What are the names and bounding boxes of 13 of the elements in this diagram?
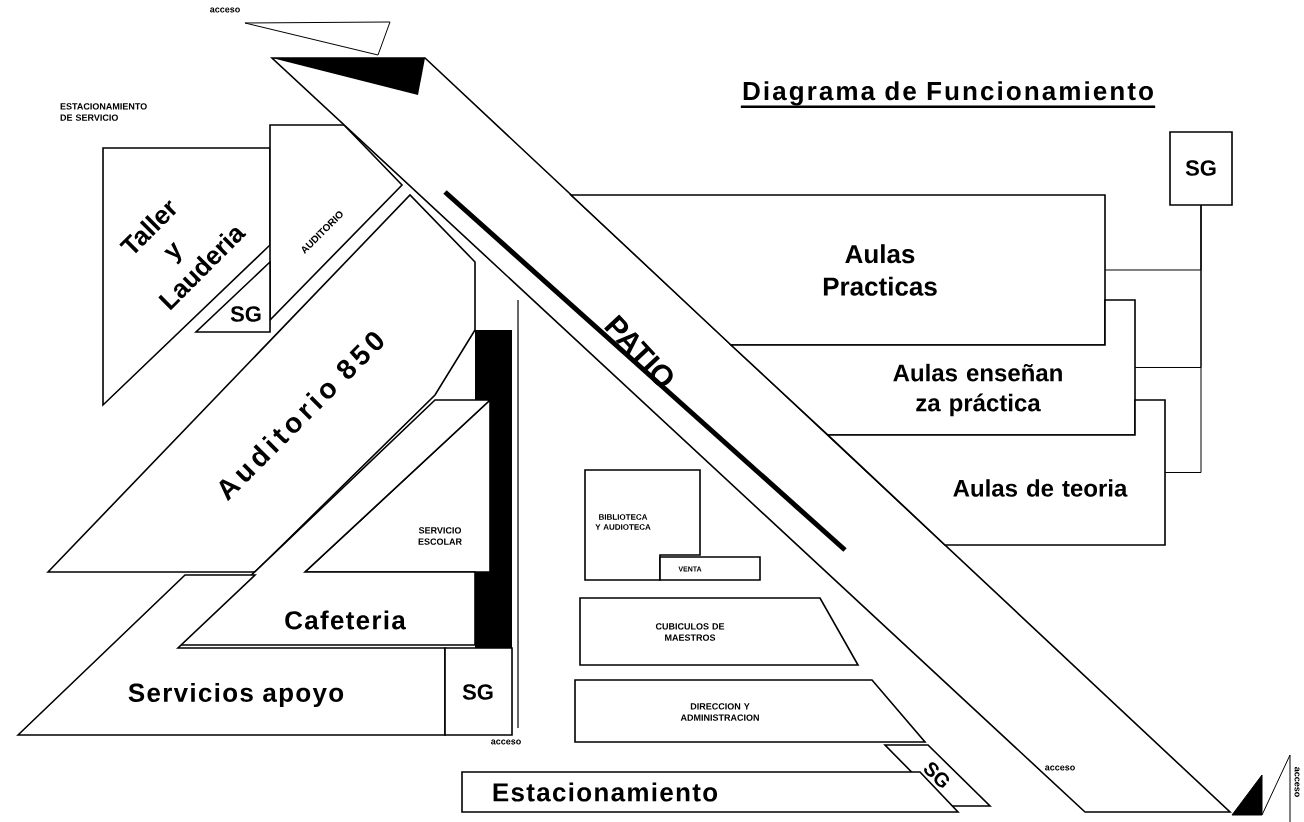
classroom-box: Aulas enseñan za práctica bbox=[728, 299, 1136, 436]
text-label: ESTACIONAMIENTO DE SERVICIO bbox=[60, 103, 147, 121]
node-label: Estacionamiento bbox=[493, 782, 718, 802]
room-box: CUBICULOS DE MAESTROS bbox=[579, 597, 860, 666]
room-box: DIRECCION Y ADMINISTRACION bbox=[574, 679, 927, 743]
text-label: acceso bbox=[1294, 767, 1300, 797]
text-label: acceso bbox=[491, 739, 521, 745]
text-label: acceso bbox=[210, 7, 240, 13]
connector-line bbox=[1164, 204, 1202, 473]
diagram-title: Diagrama de Funcionamiento bbox=[740, 81, 1156, 108]
text-label: acceso bbox=[1045, 765, 1075, 771]
service-box: SG bbox=[1169, 131, 1233, 206]
service-box: SG bbox=[444, 647, 513, 736]
